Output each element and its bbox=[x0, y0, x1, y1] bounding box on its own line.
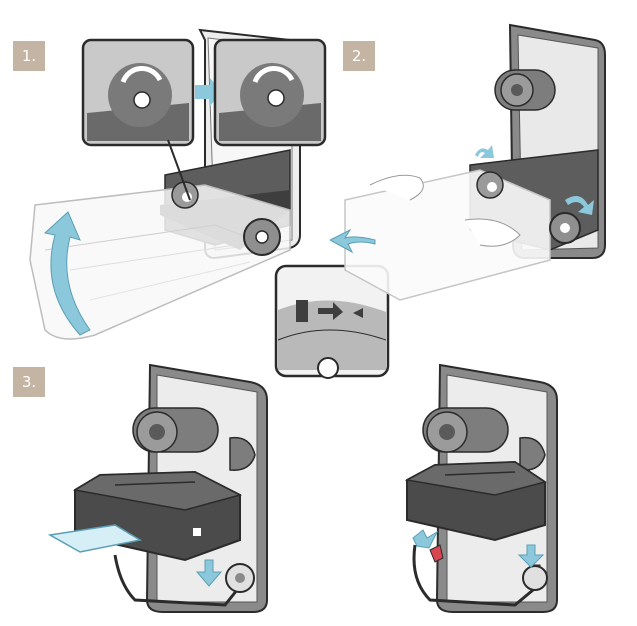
hinge-detail-inset bbox=[274, 264, 390, 379]
lock-knob bbox=[171, 181, 199, 209]
step-2-illustration bbox=[330, 23, 606, 301]
latch-clip-left bbox=[429, 544, 444, 563]
zoom-inset-after bbox=[213, 38, 327, 147]
hinge-lock bbox=[522, 565, 548, 591]
step-2-badge: 2. bbox=[343, 41, 375, 71]
hinge-frame bbox=[113, 554, 247, 607]
open-cover-arrow bbox=[43, 211, 91, 336]
step-1-badge: 1. bbox=[13, 41, 45, 71]
step-3-badge: 3. bbox=[13, 367, 45, 397]
lift-arrow bbox=[475, 145, 494, 158]
step-3-illustration-insert bbox=[47, 363, 268, 613]
hinge-frame bbox=[412, 544, 546, 607]
paper-roll-removal bbox=[344, 169, 551, 301]
step-1-illustration bbox=[29, 28, 327, 340]
rotate-arrow bbox=[565, 196, 594, 215]
pull-out-arrow bbox=[330, 228, 376, 254]
zoom-inset-before bbox=[81, 38, 195, 201]
paper-sheet bbox=[47, 524, 143, 553]
paper-cartridge bbox=[404, 460, 547, 542]
hinge-lock bbox=[243, 218, 281, 256]
step-3-illustration-close bbox=[404, 363, 558, 613]
close-arrow bbox=[517, 544, 545, 568]
insert-arrow bbox=[195, 559, 223, 587]
press-arrow bbox=[412, 529, 439, 549]
